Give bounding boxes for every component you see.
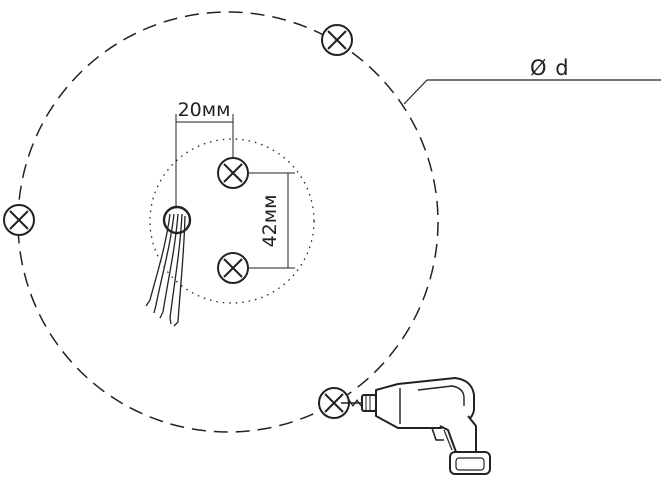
dimension-20mm [175,114,234,214]
drill-icon [341,377,491,475]
diameter-leader [403,79,661,105]
inner-dotted-circle [149,138,315,304]
outer-mounting-circle [17,11,439,433]
diameter-symbol: Ø [530,56,547,80]
diameter-variable: d [555,56,568,80]
diameter-label: Ø d [530,56,569,80]
screw-mark-inner-bottom [217,252,249,284]
screw-mark-inner-top [217,157,249,189]
cable-bundle [145,205,192,327]
horizontal-spacing-label: 20мм [178,99,231,121]
dimension-42mm [248,172,295,269]
vertical-spacing-label: 42мм [259,195,281,248]
screw-mark-left [3,204,35,236]
screw-mark-top-right [321,24,353,56]
